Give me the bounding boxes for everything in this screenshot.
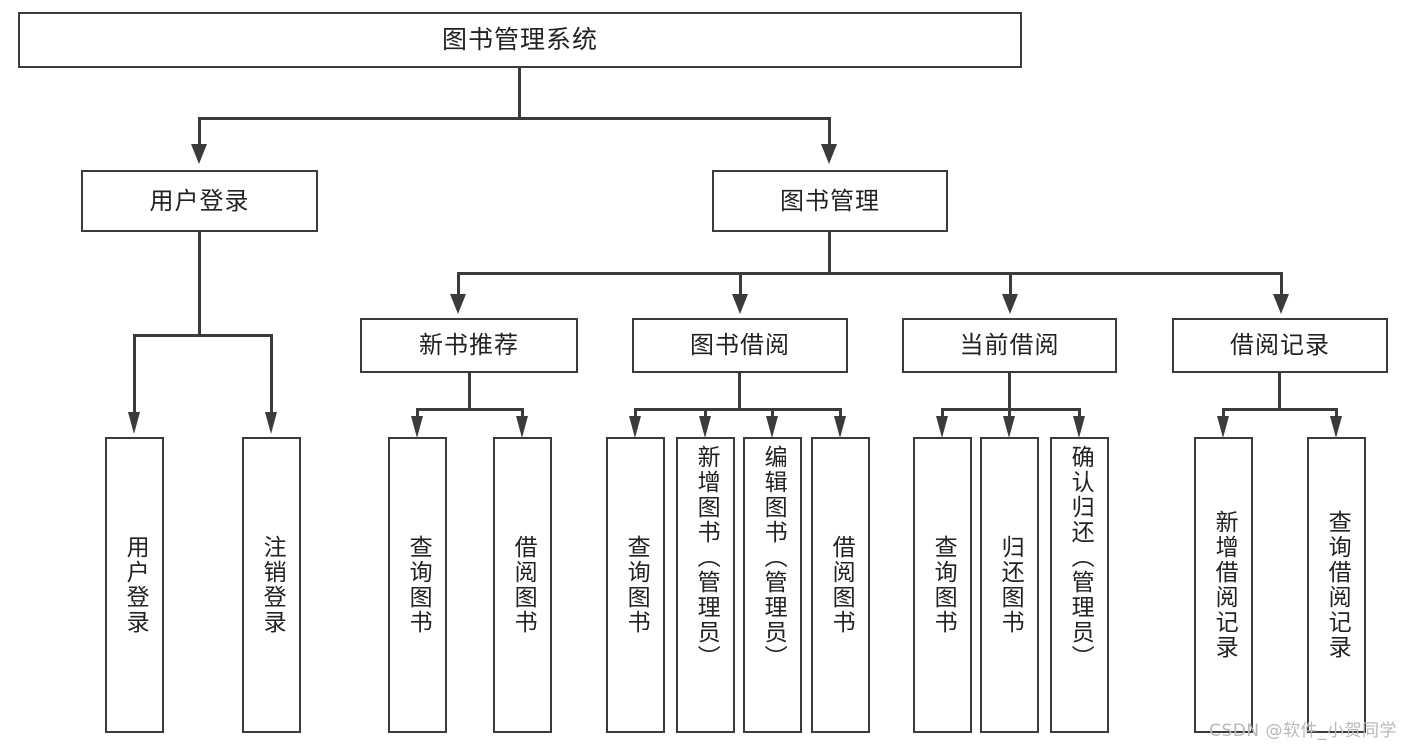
arrowhead-leaf-logout-login — [265, 412, 277, 434]
arrowhead-leaf-user-login — [128, 412, 140, 434]
leaf-add-borrow-record[interactable]: 新增借阅记录 — [1194, 437, 1253, 733]
arrowhead-confirm-return-admin — [1073, 416, 1085, 438]
leaf-borrow-book-2[interactable]: 借阅图书 — [811, 437, 870, 733]
connector-drop-book-manage — [828, 117, 831, 147]
arrowhead-query-book-1 — [411, 416, 423, 438]
arrowhead-borrow-book-1 — [516, 416, 528, 438]
connector-drop-leaf-user-login — [133, 334, 136, 414]
connector-user-login-bus — [133, 334, 273, 337]
arrowhead-book-manage — [821, 144, 837, 164]
leaf-add-book-admin[interactable]: 新增图书（管理员） — [676, 437, 735, 733]
arrowhead-current-borrow — [1002, 294, 1018, 314]
arrowhead-user-login — [191, 144, 207, 164]
node-user-login[interactable]: 用户登录 — [81, 170, 318, 232]
leaf-query-borrow-record[interactable]: 查询借阅记录 — [1307, 437, 1366, 733]
node-label: 借阅图书 — [828, 535, 855, 635]
connector-borrow-record-bus — [1222, 408, 1338, 411]
node-label: 用户登录 — [122, 535, 149, 635]
connector-drop-query-book-2 — [634, 408, 637, 420]
arrowhead-query-book-3 — [936, 416, 948, 438]
connector-drop-confirm-return-admin — [1078, 408, 1081, 420]
connector-current-borrow-bus — [941, 408, 1081, 411]
leaf-borrow-book-1[interactable]: 借阅图书 — [493, 437, 552, 733]
node-label: 新增借阅记录 — [1211, 510, 1238, 660]
connector-level3-bus — [457, 272, 1283, 275]
connector-drop-add-book-admin — [704, 408, 707, 420]
connector-drop-borrow-book-1 — [521, 408, 524, 420]
node-label: 编辑图书（管理员） — [760, 445, 787, 670]
connector-drop-return-book — [1008, 408, 1011, 420]
leaf-query-book-2[interactable]: 查询图书 — [606, 437, 665, 733]
node-label: 查询图书 — [623, 535, 650, 635]
arrowhead-new-book-recommend — [450, 294, 466, 314]
connector-drop-leaf-logout-login — [270, 334, 273, 414]
node-label: 查询借阅记录 — [1324, 510, 1351, 660]
connector-book-borrow-stem — [738, 373, 741, 410]
leaf-logout-login[interactable]: 注销登录 — [242, 437, 301, 733]
connector-drop-current-borrow — [1009, 272, 1012, 296]
connector-borrow-record-stem — [1278, 373, 1281, 410]
node-label: 查询图书 — [405, 535, 432, 635]
node-label: 确认归还（管理员） — [1067, 445, 1094, 670]
connector-new-book-recommend-bus — [416, 408, 524, 411]
connector-drop-borrow-record — [1280, 272, 1283, 296]
node-new-book-recommend[interactable]: 新书推荐 — [360, 318, 578, 373]
connector-drop-book-borrow — [739, 272, 742, 296]
node-book-manage[interactable]: 图书管理 — [712, 170, 948, 232]
connector-drop-query-book-1 — [416, 408, 419, 420]
node-label: 注销登录 — [259, 535, 286, 635]
leaf-return-book[interactable]: 归还图书 — [980, 437, 1039, 733]
leaf-query-book-3[interactable]: 查询图书 — [913, 437, 972, 733]
node-label: 新增图书（管理员） — [693, 445, 720, 670]
node-root-book-management-system[interactable]: 图书管理系统 — [18, 12, 1022, 68]
connector-book-manage-stem — [828, 232, 831, 274]
node-label: 借阅记录 — [1230, 331, 1330, 360]
connector-drop-user-login — [198, 117, 201, 147]
connector-current-borrow-stem — [1008, 373, 1011, 410]
connector-drop-add-borrow-record — [1222, 408, 1225, 420]
connector-drop-new-book-recommend — [457, 272, 460, 296]
arrowhead-book-borrow — [732, 294, 748, 314]
connector-drop-query-book-3 — [941, 408, 944, 420]
connector-drop-borrow-book-2 — [839, 408, 842, 420]
arrowhead-add-borrow-record — [1217, 416, 1229, 438]
connector-drop-query-borrow-record — [1335, 408, 1338, 420]
node-book-borrow[interactable]: 图书借阅 — [632, 318, 848, 373]
arrowhead-query-book-2 — [629, 416, 641, 438]
arrowhead-query-borrow-record — [1330, 416, 1342, 438]
node-label: 归还图书 — [997, 535, 1024, 635]
arrowhead-edit-book-admin — [766, 416, 778, 438]
leaf-user-login[interactable]: 用户登录 — [105, 437, 164, 733]
leaf-confirm-return-admin[interactable]: 确认归还（管理员） — [1050, 437, 1109, 733]
connector-user-login-stem — [198, 232, 201, 336]
arrowhead-borrow-record — [1273, 294, 1289, 314]
arrowhead-return-book — [1003, 416, 1015, 438]
leaf-query-book-1[interactable]: 查询图书 — [388, 437, 447, 733]
node-label: 图书管理系统 — [441, 25, 598, 55]
node-borrow-record[interactable]: 借阅记录 — [1172, 318, 1388, 373]
arrowhead-borrow-book-2 — [834, 416, 846, 438]
node-label: 用户登录 — [149, 186, 250, 215]
connector-level2-bus — [198, 117, 831, 120]
node-label: 新书推荐 — [419, 331, 519, 360]
connector-root-stem — [518, 68, 521, 118]
node-label: 查询图书 — [930, 535, 957, 635]
node-label: 图书管理 — [780, 186, 880, 215]
node-label: 借阅图书 — [510, 535, 537, 635]
leaf-edit-book-admin[interactable]: 编辑图书（管理员） — [743, 437, 802, 733]
connector-new-book-recommend-stem — [468, 373, 471, 410]
node-label: 当前借阅 — [959, 331, 1060, 360]
node-label: 图书借阅 — [690, 331, 790, 360]
connector-drop-edit-book-admin — [771, 408, 774, 420]
arrowhead-add-book-admin — [699, 416, 711, 438]
connector-book-borrow-bus — [634, 408, 842, 411]
node-current-borrow[interactable]: 当前借阅 — [902, 318, 1117, 373]
